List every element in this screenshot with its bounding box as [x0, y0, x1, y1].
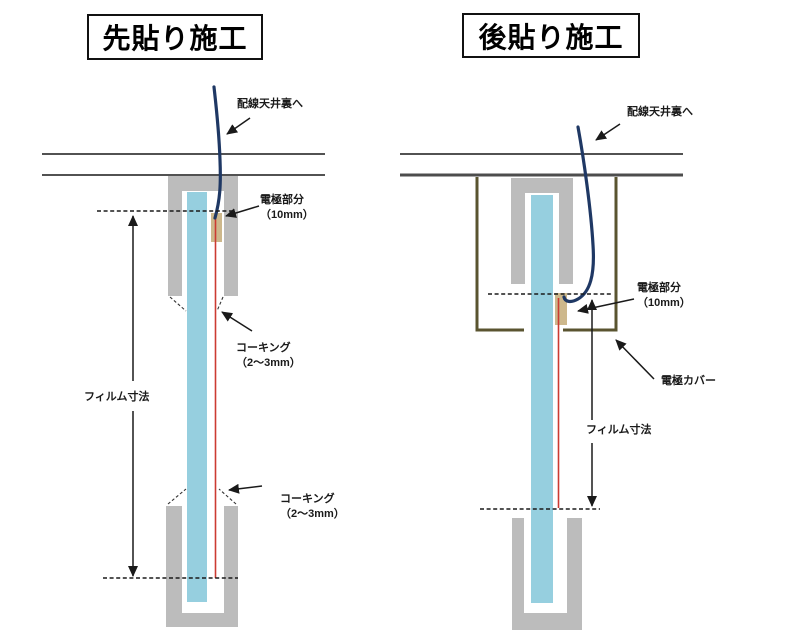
left-upper-frame-right-leg — [224, 176, 238, 296]
left-caulk-diag-lower-right — [218, 488, 237, 505]
right-wiring-arrow — [595, 123, 621, 141]
left-glass-panel — [187, 192, 207, 602]
left-caulking-top-arrow — [221, 311, 253, 332]
left-electrode — [211, 213, 222, 242]
right-diagram — [400, 123, 683, 630]
right-upper-frame-right-leg — [559, 178, 573, 284]
right-film-dimension-label: フィルム寸法 — [586, 424, 652, 436]
left-caulk-diag-lower-left — [167, 488, 187, 505]
right-lower-frame-left-leg — [512, 518, 524, 614]
right-electrode-label-line2: （10mm） — [637, 297, 691, 309]
left-diagram — [42, 85, 325, 627]
left-caulking-bottom-arrow — [228, 483, 263, 494]
left-electrode-label-line1: 電極部分 — [260, 194, 304, 206]
left-caulking-top-line1: コーキング — [236, 342, 291, 354]
right-electrode-label-line1: 電極部分 — [637, 282, 681, 294]
right-electrode-cover-label: 電極カバー — [661, 375, 716, 387]
left-film-dimension-label: フィルム寸法 — [84, 391, 150, 403]
left-lower-frame-web — [166, 613, 238, 627]
left-wiring-label: 配線天井裏へ — [237, 98, 303, 110]
right-electrode-label: 電極部分 （10mm） — [637, 281, 691, 311]
right-cover-arrow — [615, 339, 655, 380]
right-electrode-cover — [475, 177, 618, 332]
left-lower-frame-left-leg — [166, 506, 182, 614]
left-upper-frame-left-leg — [168, 176, 182, 296]
right-electrode-arrow — [577, 298, 635, 314]
left-electrode-arrow — [225, 205, 260, 218]
right-title: 後貼り施工 — [462, 13, 640, 58]
right-wiring-label: 配線天井裏へ — [627, 106, 693, 118]
right-upper-frame-web — [511, 178, 573, 193]
left-caulking-bottom-line2: （2〜3mm） — [280, 508, 345, 520]
right-wire — [562, 125, 596, 304]
right-lower-frame-right-leg — [567, 518, 582, 614]
right-upper-frame-left-leg — [511, 178, 525, 284]
left-electrode-label-line2: （10mm） — [260, 209, 314, 221]
left-caulking-top-line2: （2〜3mm） — [236, 357, 301, 369]
left-caulking-bottom-line1: コーキング — [280, 493, 335, 505]
left-caulk-diag-upper-left — [169, 296, 187, 312]
left-title-text: 先貼り施工 — [102, 23, 248, 54]
left-electrode-label: 電極部分 （10mm） — [260, 193, 314, 223]
left-wiring-arrow — [226, 117, 251, 135]
right-glass-panel — [531, 195, 553, 603]
right-title-text: 後貼り施工 — [478, 21, 624, 53]
left-caulk-diag-upper-right — [216, 296, 224, 312]
left-caulking-top-label: コーキング （2〜3mm） — [236, 341, 301, 371]
left-title: 先貼り施工 — [87, 14, 263, 60]
right-lower-frame-web — [512, 613, 582, 630]
left-caulking-bottom-label: コーキング （2〜3mm） — [280, 492, 345, 522]
left-wire — [212, 85, 222, 220]
left-lower-frame-right-leg — [224, 506, 238, 614]
